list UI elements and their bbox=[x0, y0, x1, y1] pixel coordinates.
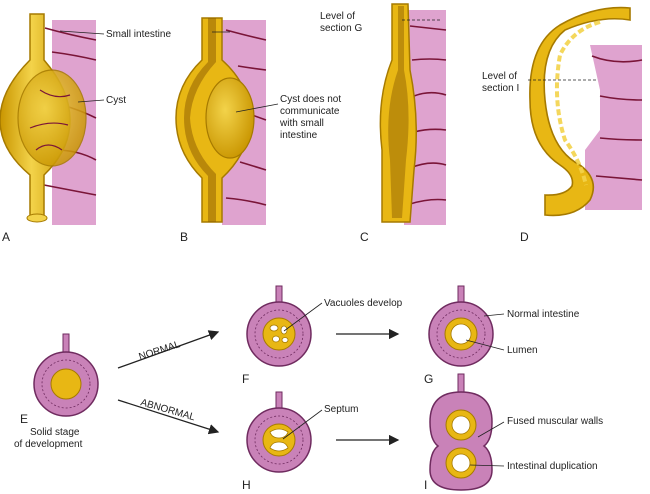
panel-a: Small intestine Cyst A bbox=[0, 13, 171, 244]
label-c-2: section G bbox=[320, 23, 362, 34]
convoluted-intestine-d bbox=[529, 6, 631, 217]
cyst-vessels-a bbox=[29, 89, 71, 151]
panel-letter-i: I bbox=[424, 478, 427, 492]
label-vacuoles: Vacuoles develop bbox=[324, 298, 403, 309]
panel-g: Normal intestine Lumen G bbox=[424, 285, 580, 386]
vacuoles-f bbox=[269, 324, 289, 343]
mesentery-d bbox=[585, 45, 642, 210]
panel-letter-d: D bbox=[520, 230, 529, 244]
panel-letter-c: C bbox=[360, 230, 369, 244]
cyst-b bbox=[205, 77, 255, 159]
arrow-normal: NORMAL bbox=[117, 330, 220, 369]
lumen-b bbox=[184, 18, 216, 222]
label-c-1: Level of bbox=[320, 11, 355, 22]
label-septum: Septum bbox=[324, 404, 358, 415]
label-b-2: communicate bbox=[280, 106, 340, 117]
panel-e: E Solid stage of development bbox=[14, 333, 99, 450]
panel-f: Vacuoles develop F bbox=[242, 285, 403, 386]
label-fused-walls: Fused muscular walls bbox=[507, 416, 603, 427]
vessels-d bbox=[591, 55, 643, 181]
label-d-1: Level of bbox=[482, 71, 517, 82]
tube-opening-a bbox=[26, 213, 48, 223]
tube-c bbox=[379, 3, 417, 223]
panel-i: Fused muscular walls Intestinal duplicat… bbox=[424, 373, 603, 492]
label-intestinal-duplication: Intestinal duplication bbox=[507, 461, 598, 472]
cyst-a bbox=[17, 69, 87, 167]
panel-d: Level of section I D bbox=[482, 6, 643, 244]
label-cyst: Cyst bbox=[106, 95, 126, 106]
label-b-4: intestine bbox=[280, 130, 318, 141]
tube-c-inner bbox=[388, 6, 409, 218]
lumen-g bbox=[450, 323, 472, 345]
panel-letter-f: F bbox=[242, 372, 249, 386]
panel-c: Level of section G C bbox=[320, 3, 447, 244]
label-b-3: with small bbox=[279, 118, 324, 129]
label-d-2: section I bbox=[482, 83, 519, 94]
caption-e-2: of development bbox=[14, 439, 83, 450]
septum-lumens-h bbox=[269, 428, 289, 452]
label-small-intestine: Small intestine bbox=[106, 29, 171, 40]
panel-letter-b: B bbox=[180, 230, 188, 244]
panel-letter-h: H bbox=[242, 478, 251, 492]
panel-letter-e: E bbox=[20, 412, 28, 426]
label-b-1: Cyst does not bbox=[280, 94, 341, 105]
panel-letter-g: G bbox=[424, 372, 433, 386]
caption-e-1: Solid stage bbox=[30, 427, 80, 438]
label-lumen: Lumen bbox=[507, 345, 538, 356]
panel-letter-a: A bbox=[2, 230, 10, 244]
arrow-abnormal-label: ABNORMAL bbox=[139, 397, 196, 423]
arrow-abnormal: ABNORMAL bbox=[117, 397, 220, 435]
label-normal-intestine: Normal intestine bbox=[507, 309, 580, 320]
arrow-normal-label: NORMAL bbox=[138, 339, 183, 363]
panel-b: Cyst does not communicate with small int… bbox=[175, 17, 341, 244]
panel-h: Septum H bbox=[242, 391, 358, 492]
solid-core-e bbox=[50, 368, 82, 400]
